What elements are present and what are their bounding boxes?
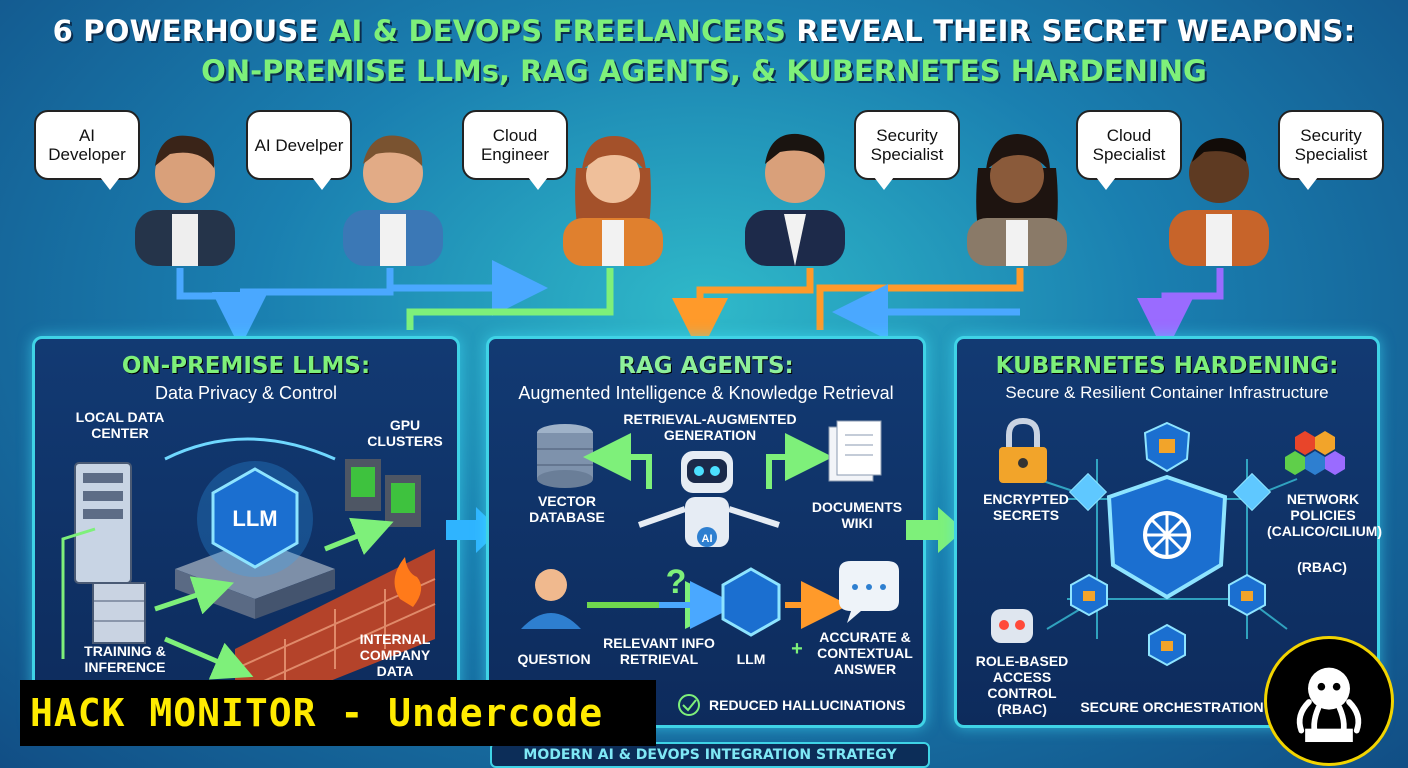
octopus-logo-icon (1264, 636, 1394, 766)
title-accent: AI & DEVOPS FREELANCERS (328, 14, 787, 48)
network-policies-label: NETWORK POLICIES (CALICO/CILIUM) (1267, 491, 1383, 539)
integration-strategy-footer: MODERN AI & DEVOPS INTEGRATION STRATEGY (490, 742, 930, 768)
chat-bubble-icon (839, 561, 899, 623)
role-bubble: AI Develper (246, 110, 352, 190)
role-bubble: Cloud Specialist (1076, 110, 1182, 190)
padlock-icon (999, 417, 1047, 483)
documents-icon (828, 420, 882, 482)
panel-subtitle: Augmented Intelligence & Knowledge Retri… (518, 383, 894, 403)
person-avatar (967, 134, 1067, 266)
answer-label: ACCURATE & CONTEXTUAL ANSWER (817, 629, 913, 677)
title-line-1: 6 POWERHOUSE AI & DEVOPS FREELANCERS REV… (0, 14, 1408, 48)
panel-subtitle: Secure & Resilient Container Infrastruct… (1005, 383, 1329, 402)
panel-title: RAG AGENTS: (618, 353, 794, 379)
vector-database-label: VECTOR DATABASE (529, 493, 605, 525)
local-data-center-label: LOCAL DATA CENTER (75, 409, 165, 441)
k8s-diagram (991, 417, 1345, 667)
freelancer-ai-develper: AI Develper (246, 108, 466, 268)
role-bubble: Security Specialist (1278, 110, 1384, 190)
secure-orchestration-label: SECURE ORCHESTRATION (1080, 699, 1264, 715)
user-icon (521, 569, 581, 629)
rag-diagram (521, 420, 899, 716)
arrow-sec1 (672, 268, 814, 354)
panel-title: KUBERNETES HARDENING: (995, 353, 1339, 379)
freelancer-cloud-specialist: Cloud Specialist (962, 108, 1182, 268)
training-inference-label: TRAINING & INFERENCE (84, 643, 166, 675)
role-bubble: Security Specialist (854, 110, 960, 190)
arrow-dev2b (386, 260, 548, 316)
title-line-2: ON-PREMISE LLMs, RAG AGENTS, & KUBERNETE… (201, 54, 1207, 88)
role-bubble: AI Developer (34, 110, 140, 190)
person-avatar (135, 135, 235, 266)
arrow-dev1 (176, 268, 268, 348)
question-mark: ? (665, 563, 687, 601)
person-avatar (1169, 138, 1269, 266)
rbac-label: ROLE-BASED ACCESS CONTROL (RBAC) (975, 653, 1069, 717)
flame-icon (394, 557, 422, 607)
person-avatar (745, 133, 845, 266)
hexagon-cluster-icon (1285, 431, 1345, 475)
firewall-icon (234, 549, 436, 719)
llm-diagram (61, 437, 436, 719)
role-bubble: Cloud Engineer (462, 110, 568, 190)
freelancer-security-specialist-2: Security Specialist (1164, 108, 1384, 268)
infographic-title: 6 POWERHOUSE AI & DEVOPS FREELANCERS REV… (0, 14, 1408, 88)
llm-cube-icon (211, 467, 299, 569)
gpu-cluster-icon (345, 459, 421, 527)
freelancer-security-specialist: Security Specialist (740, 108, 960, 268)
llm-center-label: LLM (232, 506, 278, 531)
title-suffix: REVEAL THEIR SECRET WEAPONS: (786, 14, 1356, 48)
panel-on-premise-llms: ON-PREMISE LLMS: Data Privacy & Control … (32, 336, 460, 728)
gpu-clusters-label: GPU CLUSTERS (367, 417, 443, 449)
robot-ai-label: AI (701, 533, 713, 545)
robot-icon (638, 451, 780, 547)
internal-company-data-label: INTERNAL COMPANY DATA (359, 631, 431, 679)
arrow-dev2 (240, 268, 394, 296)
panel-rag-agents: RAG AGENTS: Augmented Intelligence & Kno… (486, 336, 926, 728)
llm-badge-icon (721, 567, 781, 637)
person-avatar (343, 135, 443, 266)
documents-wiki-label: DOCUMENTS WIKI (811, 499, 903, 531)
vector-database-icon (537, 424, 593, 488)
panel-arrow-2 (906, 507, 964, 553)
arrow-cloud2 (816, 268, 1024, 330)
freelancer-cloud-engineer: Cloud Engineer (462, 108, 682, 268)
title-prefix: 6 POWERHOUSE (52, 14, 329, 48)
panel-title: ON-PREMISE LLMS: (121, 353, 371, 379)
freelancer-ai-developer: AI Developer (34, 108, 254, 268)
relevant-info-label: RELEVANT INFO RETRIEVAL (603, 635, 715, 667)
rbac-side-label: (RBAC) (1297, 559, 1347, 575)
reduced-hallucinations-label: REDUCED HALLUCINATIONS (709, 697, 906, 713)
llm-label: LLM (736, 651, 766, 667)
encrypted-secrets-label: ENCRYPTED SECRETS (983, 491, 1069, 523)
arrow-cloud1 (406, 268, 614, 330)
question-label: QUESTION (517, 651, 591, 667)
panel-subtitle: Data Privacy & Control (154, 383, 338, 403)
rag-generation-label: RETRIEVAL-AUGMENTED GENERATION (623, 411, 797, 443)
plus-sign: + (791, 638, 803, 660)
database-icon (92, 582, 146, 644)
hack-monitor-watermark: HACK MONITOR - Undercode (20, 680, 656, 746)
robot-icon (991, 609, 1033, 643)
person-avatar (563, 136, 663, 266)
checkmark-icon (678, 694, 700, 716)
arrow-sec2 (1137, 268, 1224, 354)
cube-icon (1068, 472, 1272, 512)
